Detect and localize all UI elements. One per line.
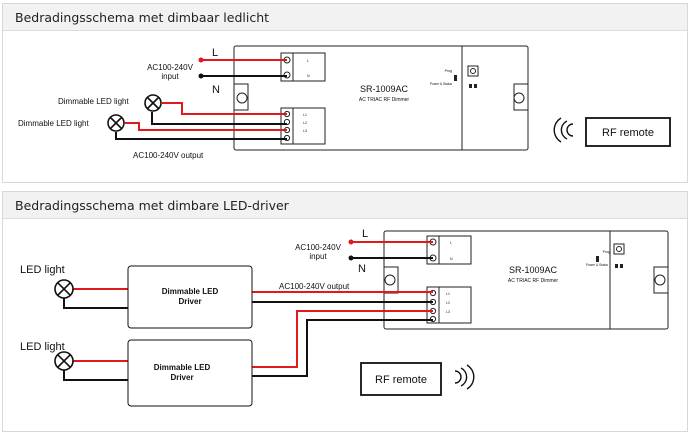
terminal-label: L1 [446, 292, 450, 296]
input-label: input [309, 252, 327, 261]
driver-label: Dimmable LED [154, 363, 211, 372]
status-label: Power & Status [430, 82, 452, 86]
terminal-label: L1 [303, 113, 307, 117]
terminal-label: L [450, 241, 452, 245]
dimmer-unit: L N L1 L2 L3 SR-1009AC AC TRIAC RF Dimme… [383, 230, 669, 330]
led-driver-box [127, 339, 253, 407]
terminal-label: L [307, 59, 309, 63]
led-light-label: LED light [20, 264, 65, 276]
neutral-label: N [212, 84, 220, 96]
lamp-icon [54, 279, 74, 299]
live-label: L [212, 47, 218, 59]
status-label: Power & Status [586, 263, 608, 267]
driver-label: Driver [170, 373, 193, 382]
led-light-label: LED light [20, 341, 65, 353]
input-label: AC100-240V [295, 243, 341, 252]
rf-remote-label: RF remote [375, 374, 427, 386]
section-title: Bedradingsschema met dimbare LED-driver [15, 198, 289, 213]
rf-remote-label: RF remote [602, 127, 654, 139]
input-label: input [161, 72, 179, 81]
wires-section-2 [63, 241, 433, 381]
device-model: SR-1009AC [509, 265, 558, 275]
light-label: Dimmable LED light [18, 119, 89, 128]
rf-remote-box [360, 362, 442, 396]
section-header: Bedradingsschema met dimbare LED-driver [3, 192, 687, 219]
output-label: AC100-240V output [133, 151, 204, 160]
terminal-label: N [450, 257, 453, 261]
section-header: Bedradingsschema met dimbaar ledlicht [3, 4, 687, 31]
prog-label: Prog [603, 250, 610, 254]
terminal-label: L3 [303, 129, 307, 133]
input-label: AC100-240V [147, 63, 193, 72]
terminal-label: L2 [303, 121, 307, 125]
rf-signal-icon [454, 364, 475, 390]
dimmer-unit: L N L1 L2 L3 SR-1009AC AC TRIAC RF Dimme… [233, 45, 529, 151]
lamp-icon [144, 94, 162, 112]
lamp-icon [54, 351, 74, 371]
rf-signal-icon [553, 117, 574, 143]
driver-label: Driver [178, 297, 201, 306]
device-subtitle: AC TRIAC RF Dimmer [508, 278, 559, 284]
section-title: Bedradingsschema met dimbaar ledlicht [15, 10, 270, 25]
device-model: SR-1009AC [360, 84, 409, 94]
terminal-label: L2 [446, 301, 450, 305]
lamp-icon [107, 114, 125, 132]
live-label: L [362, 228, 368, 240]
section-dimmable-led-light: Bedradingsschema met dimbaar ledlicht [2, 3, 688, 183]
device-subtitle: AC TRIAC RF Dimmer [359, 97, 410, 103]
rf-remote-box [585, 117, 671, 147]
output-label: AC100-240V output [279, 282, 350, 291]
terminal-label: N [307, 74, 310, 78]
light-label: Dimmable LED light [58, 97, 129, 106]
neutral-label: N [358, 263, 366, 275]
terminal-label: L3 [446, 310, 450, 314]
led-driver-box [127, 265, 253, 329]
driver-label: Dimmable LED [162, 287, 219, 296]
wires-section-1 [115, 59, 287, 140]
prog-label: Prog [445, 69, 452, 73]
